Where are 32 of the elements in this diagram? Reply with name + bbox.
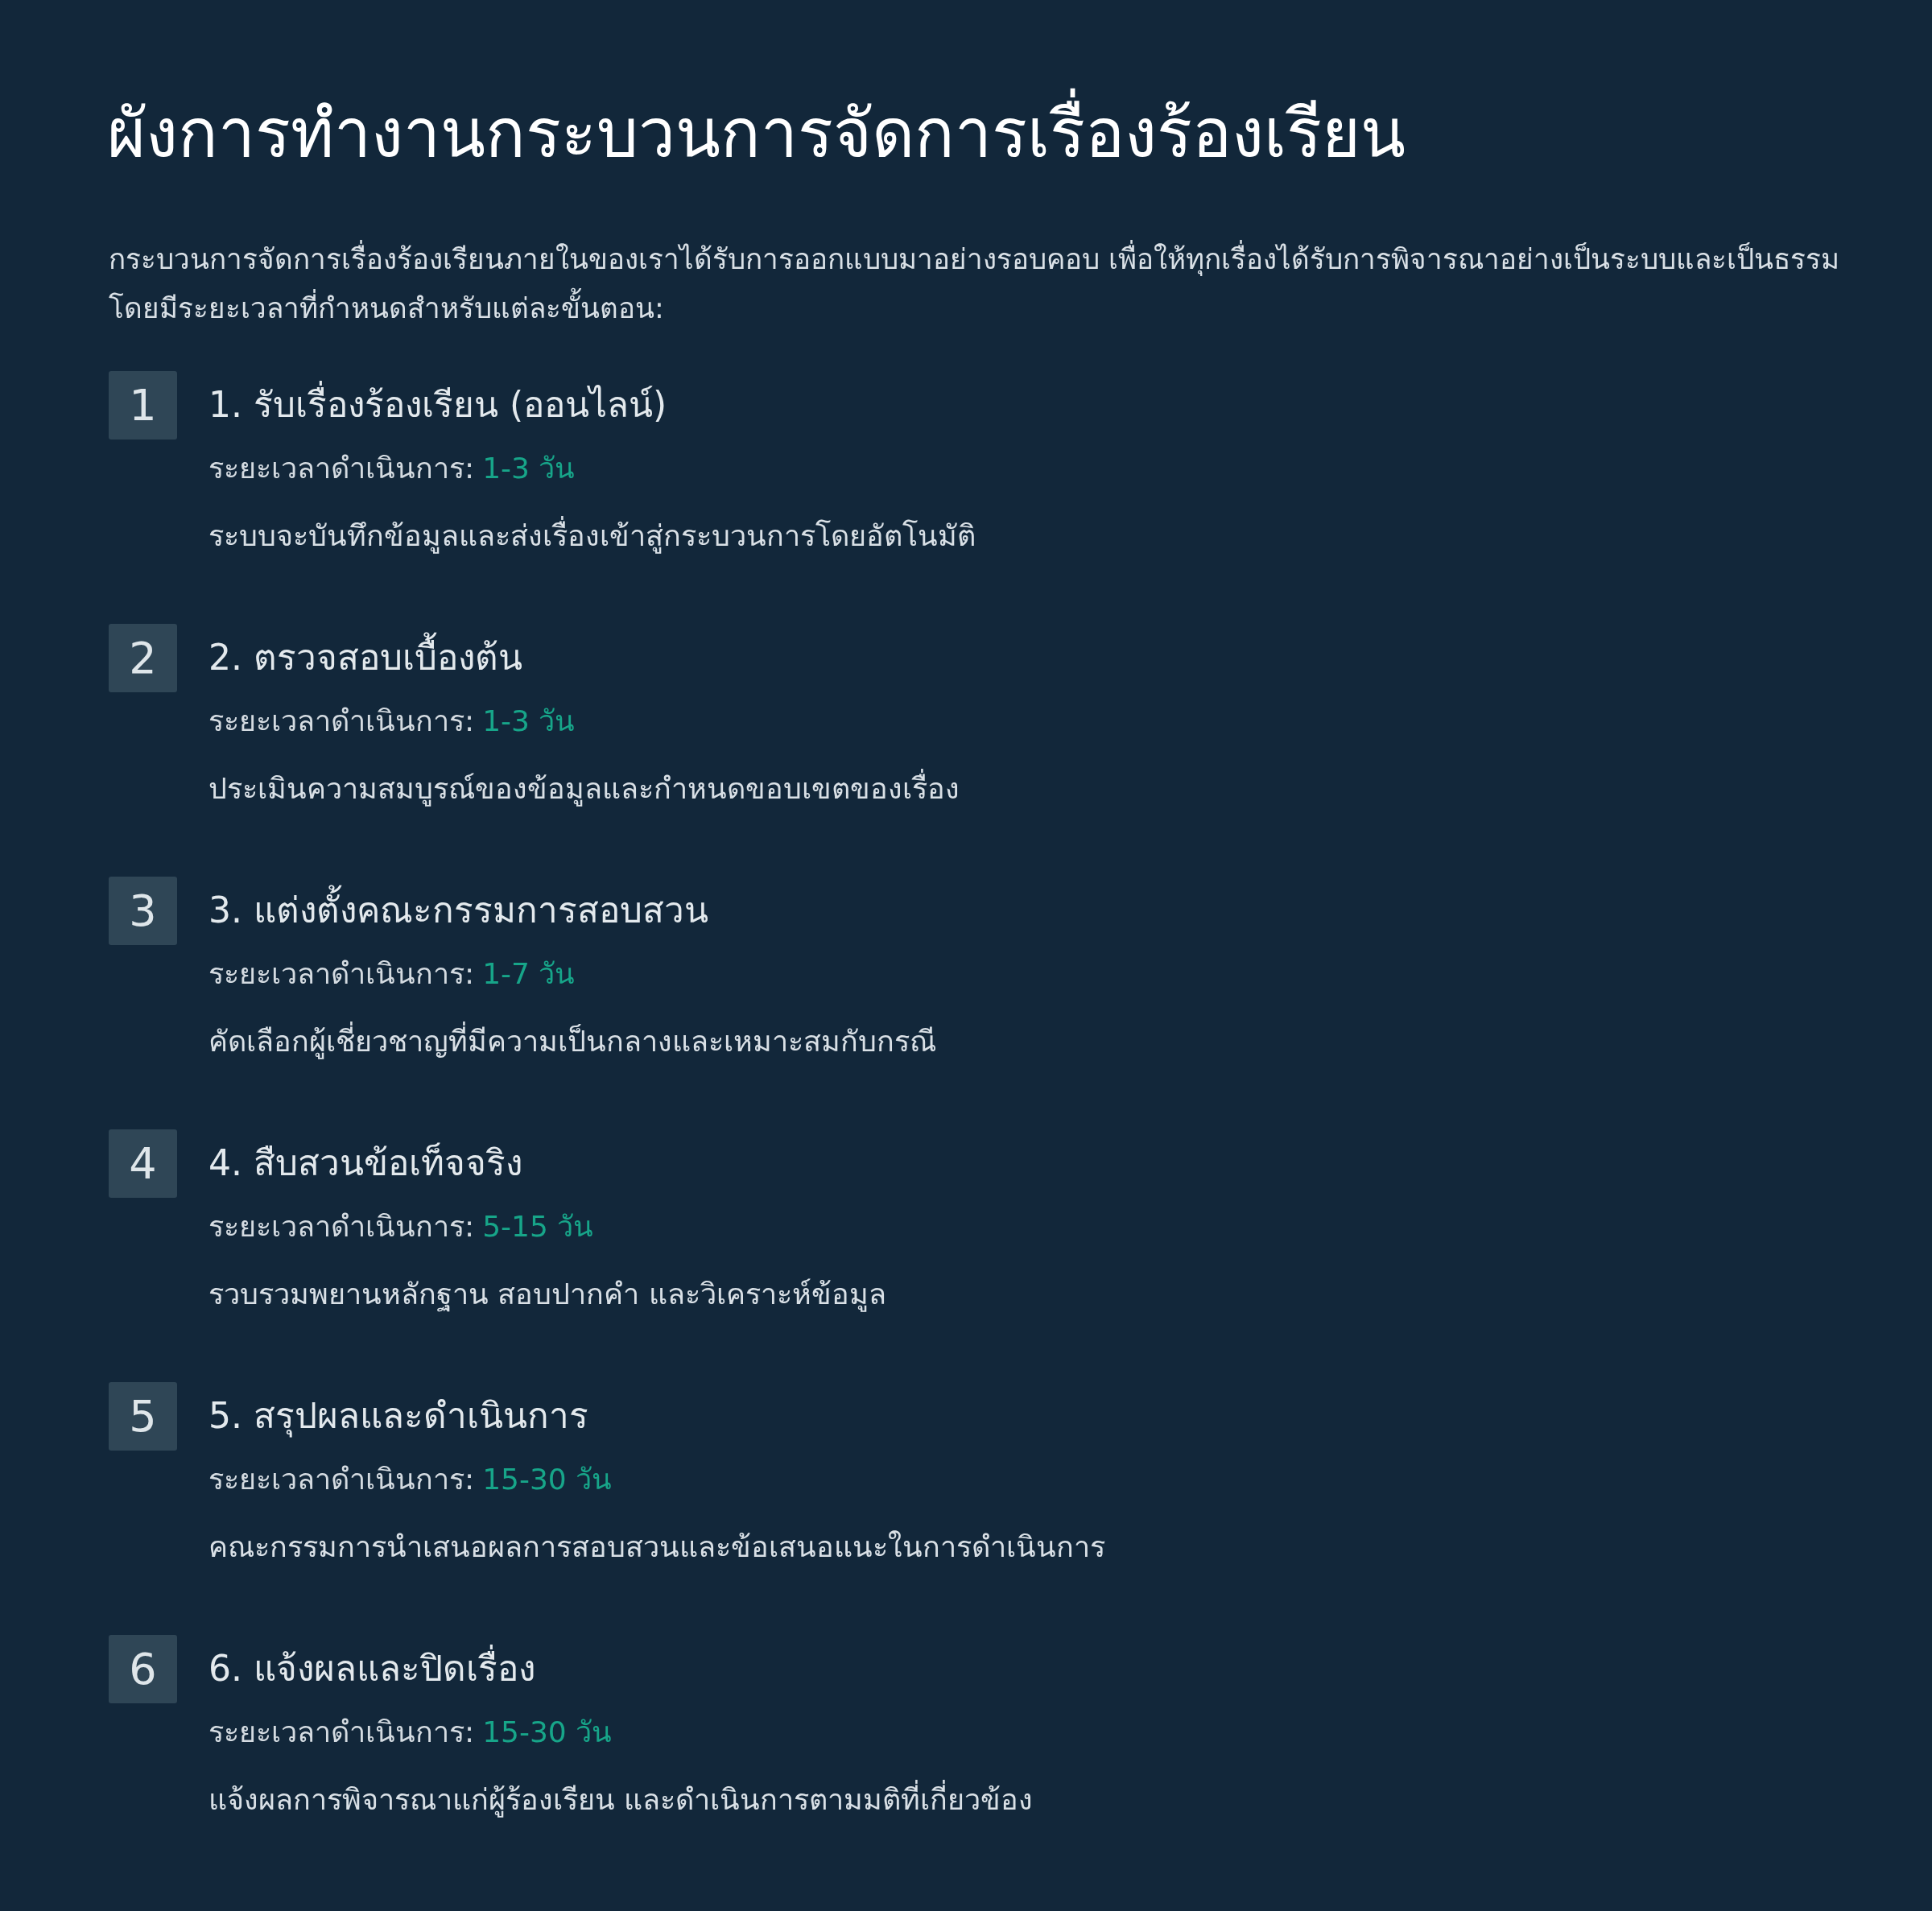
- step-description: แจ้งผลการพิจารณาแก่ผู้ร้องเรียน และดำเนินการตามมติที่เกี่ยวข้อง: [208, 1780, 1034, 1820]
- intro-paragraph: กระบวนการจัดการเรื่องร้องเรียนภายในของเราได้รับการออกแบบมาอย่างรอบคอบ เพื่อให้ทุกเรื่องได้รับการพิจารณาอย่างเป็นระบบและเป็นธรรม โดยมีระยะเวลาที่กำหนดสำหรับแต่ละขั้นตอน:: [109, 235, 1888, 333]
- step-number-badge: 1: [109, 371, 177, 440]
- duration-value: 15-30 วัน: [482, 1715, 613, 1748]
- step-heading: 3. แต่งตั้งคณะกรรมการสอบสวน: [208, 886, 708, 935]
- step-description: ประเมินความสมบูรณ์ของข้อมูลและกำหนดขอบเขตของเรื่อง: [208, 769, 960, 809]
- step-heading: 1. รับเรื่องร้องเรียน (ออนไลน์): [208, 381, 667, 429]
- step-heading: 5. สรุปผลและดำเนินการ: [208, 1394, 588, 1439]
- duration-value: 1-3 วัน: [482, 704, 576, 737]
- step-heading: 6. แจ้งผลและปิดเรื่อง: [208, 1645, 535, 1693]
- duration-value: 1-3 วัน: [482, 452, 576, 485]
- duration-label: ระยะเวลาดำเนินการ:: [208, 1210, 475, 1243]
- duration-label: ระยะเวลาดำเนินการ:: [208, 1715, 475, 1748]
- step-description: คณะกรรมการนำเสนอผลการสอบสวนและข้อเสนอแนะในการดำเนินการ: [208, 1529, 1105, 1565]
- step-description: ระบบจะบันทึกข้อมูลและส่งเรื่องเข้าสู่กระบวนการโดยอัตโนมัติ: [208, 516, 976, 556]
- step-heading: 4. สืบสวนข้อเท็จจริง: [208, 1141, 522, 1185]
- step-number-badge: 6: [109, 1635, 177, 1703]
- duration-value: 5-15 วัน: [482, 1210, 594, 1243]
- step-description: รวบรวมพยานหลักฐาน สอบปากคำ และวิเคราะห์ข้อมูล: [208, 1277, 886, 1314]
- duration-label: ระยะเวลาดำเนินการ:: [208, 452, 475, 485]
- duration-label: ระยะเวลาดำเนินการ:: [208, 957, 475, 990]
- step-number-badge: 3: [109, 877, 177, 945]
- step-heading: 2. ตรวจสอบเบื้องต้น: [208, 634, 522, 682]
- duration-label: ระยะเวลาดำเนินการ:: [208, 704, 475, 737]
- duration-value: 15-30 วัน: [482, 1463, 613, 1496]
- step-description: คัดเลือกผู้เชี่ยวชาญที่มีความเป็นกลางและเหมาะสมกับกรณี: [208, 1022, 936, 1062]
- step-number-badge: 2: [109, 624, 177, 692]
- step-number-badge: 5: [109, 1382, 177, 1451]
- step-number-badge: 4: [109, 1129, 177, 1198]
- page-title: ผังการทำงานกระบวนการจัดการเรื่องร้องเรียน: [107, 89, 1406, 179]
- duration-value: 1-7 วัน: [482, 957, 576, 990]
- duration-label: ระยะเวลาดำเนินการ:: [208, 1463, 475, 1496]
